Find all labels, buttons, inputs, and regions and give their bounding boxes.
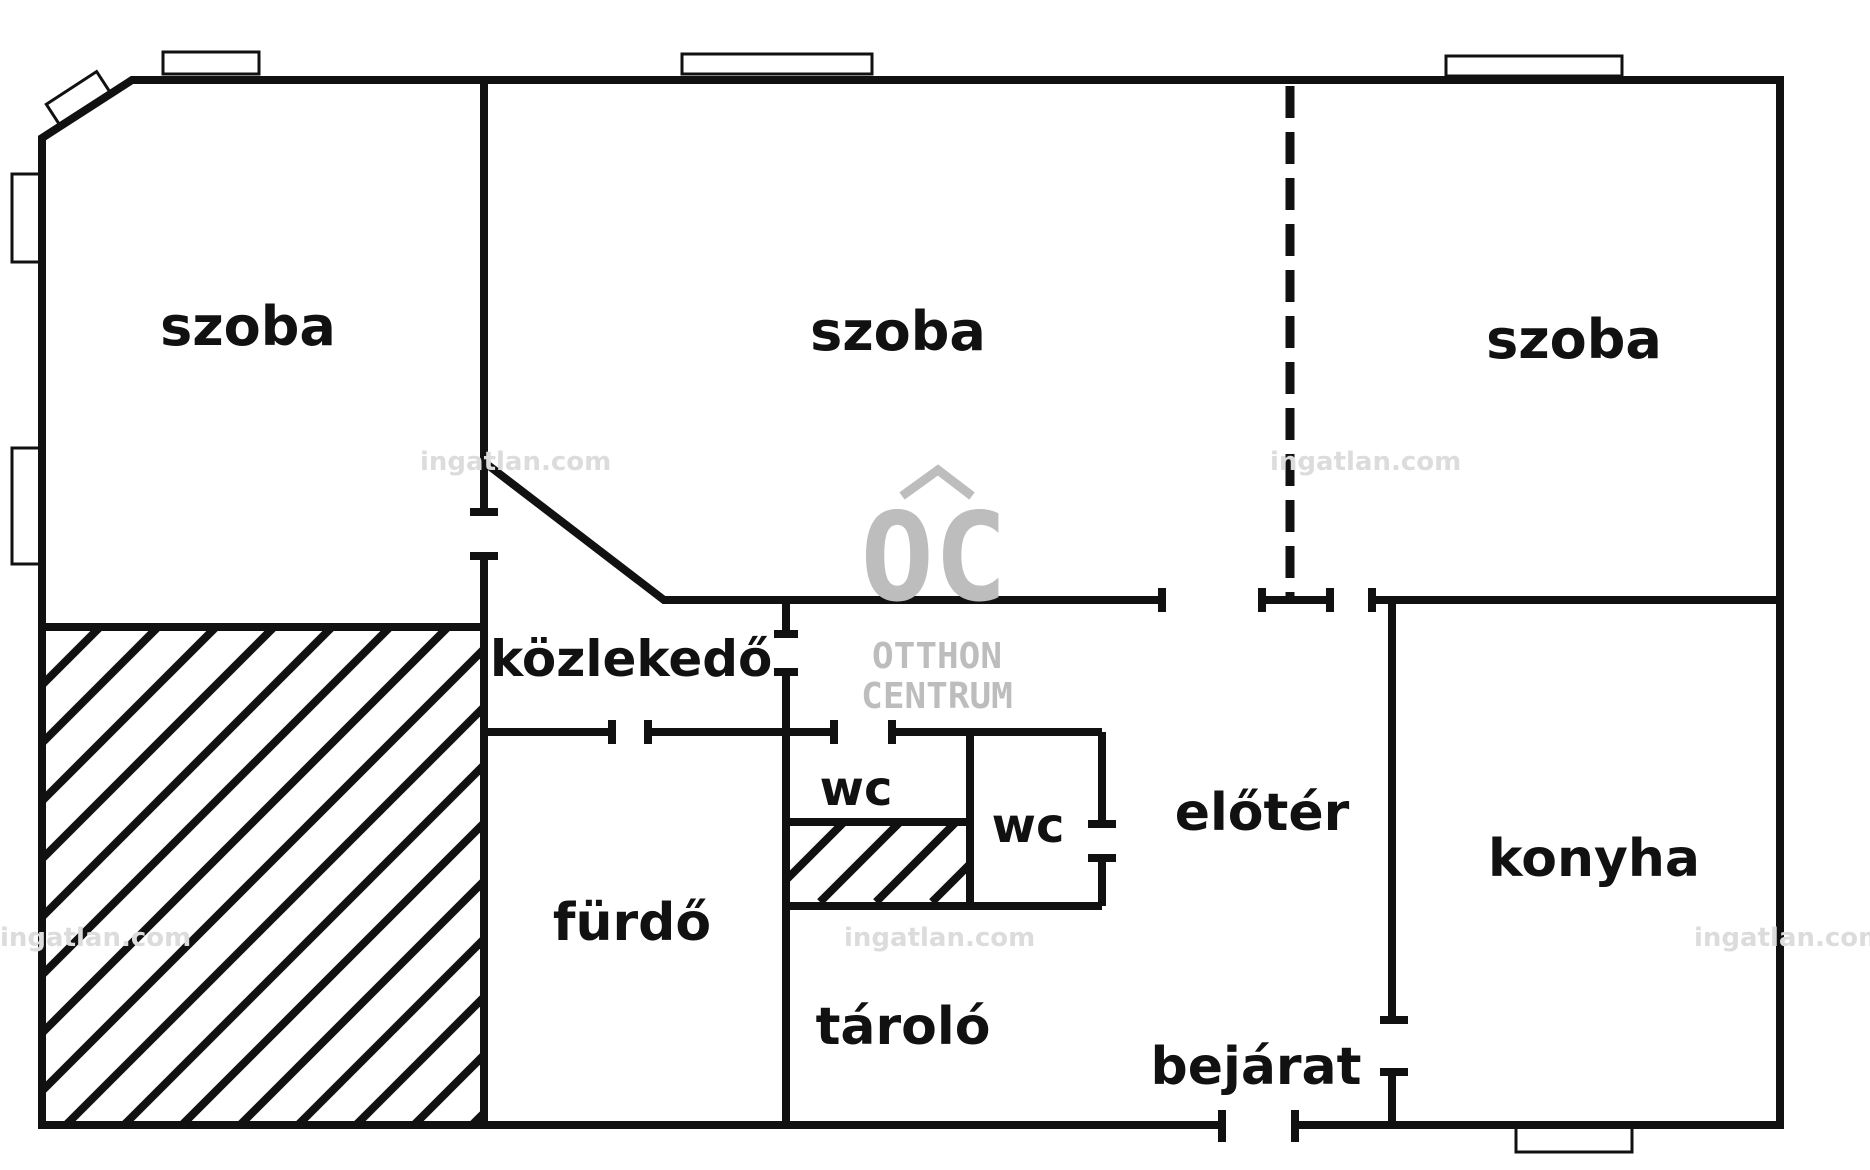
watermarks: ingatlan.com ingatlan.com ingatlan.com i… xyxy=(0,447,1870,953)
room-label-wc-1: wc xyxy=(820,761,893,817)
door-jambs xyxy=(470,508,1408,1142)
watermark-text: ingatlan.com xyxy=(1270,447,1461,477)
logo-line-2: CENTRUM xyxy=(861,676,1013,717)
window-left-upper xyxy=(10,172,42,264)
hatched-area-left xyxy=(42,627,480,1125)
wall-middle-room-diagonal xyxy=(481,458,1162,604)
hatch-line xyxy=(42,627,335,923)
hatch-line xyxy=(42,627,451,1039)
room-label-right-bedroom: szoba xyxy=(1486,308,1662,371)
hatch-line xyxy=(929,862,966,902)
room-label-wc-2: wc xyxy=(992,798,1065,854)
logo-monogram: OC xyxy=(861,487,1008,629)
hatch-line xyxy=(237,879,480,1125)
hatch-line xyxy=(42,647,480,1097)
hatch-line xyxy=(42,627,219,807)
hatch-line xyxy=(42,627,393,981)
hatch-line xyxy=(42,627,277,865)
room-label-middle-bedroom: szoba xyxy=(810,300,986,363)
room-labels: szoba szoba szoba közlekedő wc wc előtér… xyxy=(160,295,1700,1097)
room-label-anteroom: előtér xyxy=(1175,783,1350,843)
hatch-line xyxy=(873,822,959,902)
watermark-text: ingatlan.com xyxy=(0,923,191,953)
room-label-corridor: közlekedő xyxy=(490,630,772,688)
logo-roof-icon xyxy=(899,464,975,500)
window-top-left xyxy=(161,50,261,76)
hatch-line xyxy=(121,763,480,1125)
room-label-entrance: bejárat xyxy=(1151,1037,1362,1097)
room-label-kitchen: konyha xyxy=(1488,829,1700,889)
hatch-line xyxy=(788,822,847,884)
window-top-middle xyxy=(680,52,874,76)
watermark-text: ingatlan.com xyxy=(420,447,611,477)
logo-line-1: OTTHON xyxy=(872,636,1002,677)
hatched-area-wc xyxy=(788,822,966,902)
hatch-line xyxy=(42,627,161,749)
interior-walls xyxy=(42,80,1780,1125)
window-bottom-right xyxy=(1514,1124,1634,1154)
room-label-storage: tároló xyxy=(816,997,991,1057)
window-top-right xyxy=(1444,54,1624,78)
outer-walls xyxy=(38,76,1784,1129)
otthon-centrum-logo: OC OTTHON CENTRUM xyxy=(861,464,1013,717)
room-label-bathroom: fürdő xyxy=(553,893,711,953)
watermark-text: ingatlan.com xyxy=(1694,923,1870,953)
hatch-line xyxy=(353,995,480,1125)
hatch-line xyxy=(295,937,480,1125)
window-left-lower xyxy=(10,446,42,566)
room-label-left-bedroom: szoba xyxy=(160,295,336,358)
outer-wall-top-left xyxy=(38,76,1784,1129)
watermark-text: ingatlan.com xyxy=(844,923,1035,953)
hatch-line xyxy=(179,821,480,1125)
hatch-line xyxy=(817,822,903,902)
hatch-line xyxy=(788,822,791,828)
hatch-line xyxy=(42,627,45,633)
hatch-line xyxy=(63,705,480,1125)
